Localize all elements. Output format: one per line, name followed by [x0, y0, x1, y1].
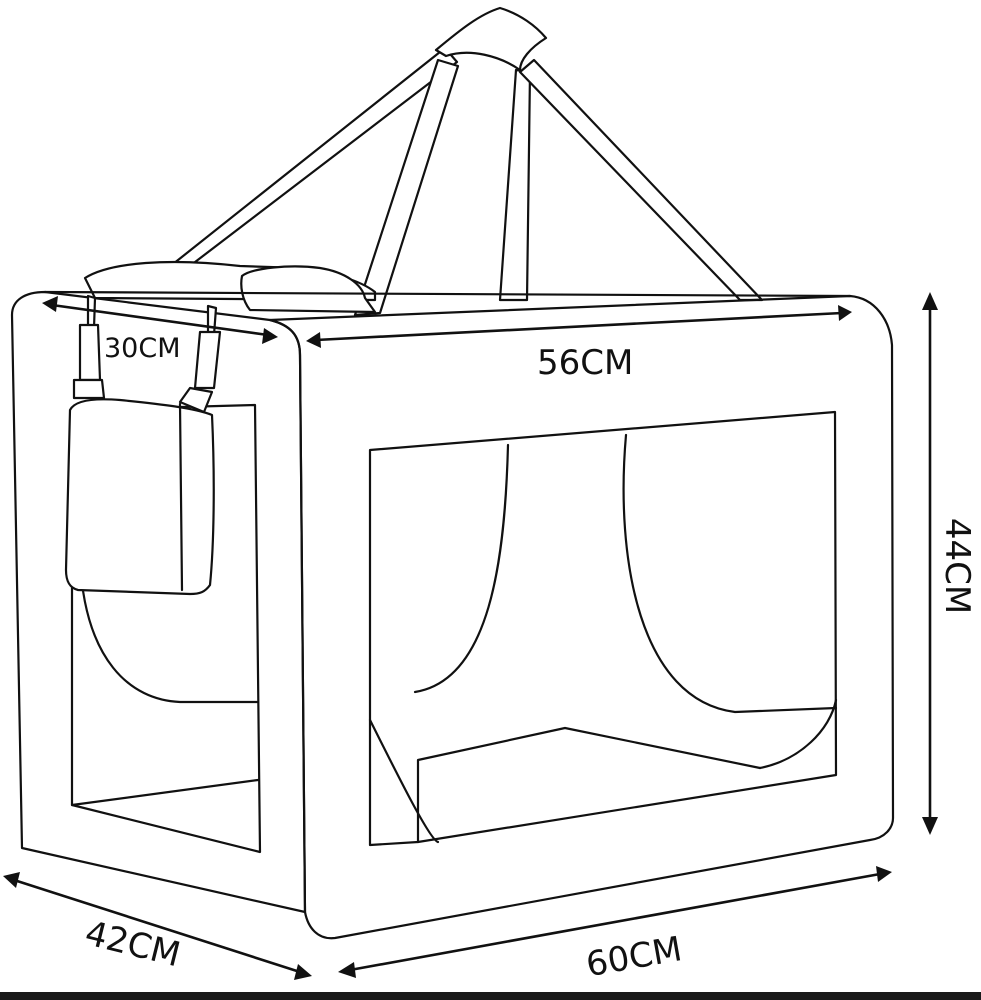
dimension-bottom-front: [338, 866, 892, 978]
dim-label-bottom-side: 42CM: [81, 913, 184, 975]
dim-label-top-front: 56CM: [537, 343, 633, 383]
bottom-border: [0, 992, 981, 1000]
side-pocket: [64, 294, 222, 596]
dimension-height: [922, 292, 938, 835]
dimension-bottom-side: [3, 872, 312, 980]
dim-label-bottom-front: 60CM: [583, 929, 685, 985]
dim-label-top-side: 30CM: [104, 333, 181, 364]
dimension-top-side: [42, 296, 278, 344]
carrier-front-face: [43, 290, 895, 940]
dimension-top-front: [306, 305, 852, 348]
carrier-side-face: [10, 290, 307, 914]
dim-label-height: 44CM: [937, 518, 977, 614]
carry-handle-straps: [166, 6, 764, 317]
top-cushion: [83, 260, 377, 314]
